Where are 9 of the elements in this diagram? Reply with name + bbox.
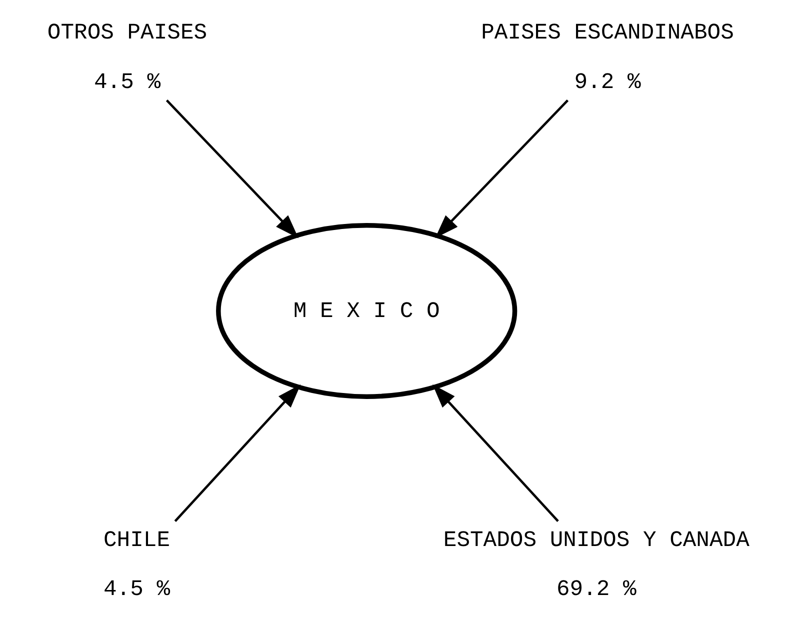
arrow xyxy=(435,100,569,238)
node-text: CHILE 4.5 % xyxy=(104,528,170,602)
arrow xyxy=(174,384,301,522)
arrow xyxy=(432,384,559,522)
arrow xyxy=(166,100,299,238)
node-text: ESTADOS UNIDOS Y CANADA 69.2 % xyxy=(443,528,750,602)
node-ellipse: M E X I C O xyxy=(216,223,518,399)
node-text: OTROS PAISES 4.5 % xyxy=(47,20,208,95)
node-text: PAISES ESCANDINABOS 9.2 % xyxy=(481,20,734,95)
